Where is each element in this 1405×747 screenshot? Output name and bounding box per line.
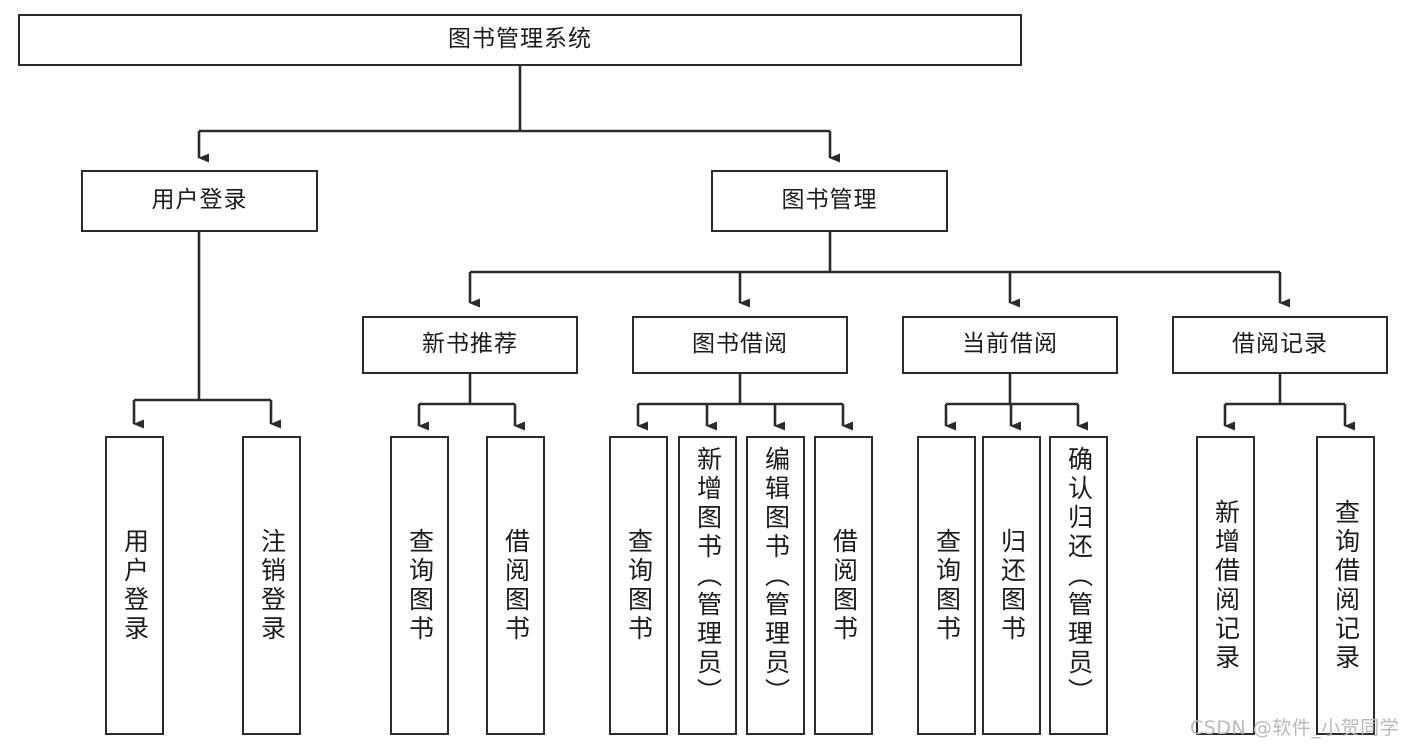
leaf-add-book-label: 新增图书（管理员） xyxy=(693,446,723,707)
leaf-edit-book-label: 编辑图书（管理员） xyxy=(761,446,791,707)
leaf-logout-login[interactable]: 注销登录 xyxy=(242,436,301,735)
leaf-logout-login-label: 注销登录 xyxy=(257,527,287,644)
leaf-query-record-label: 查询借阅记录 xyxy=(1331,498,1361,673)
node-new-book-recommend[interactable]: 新书推荐 xyxy=(362,316,578,374)
leaf-query-book-3-label: 查询图书 xyxy=(932,527,962,644)
leaf-user-login[interactable]: 用户登录 xyxy=(105,436,164,735)
node-user-login[interactable]: 用户登录 xyxy=(81,170,318,232)
node-new-book-recommend-label: 新书推荐 xyxy=(422,331,518,358)
node-root-label: 图书管理系统 xyxy=(448,26,592,53)
node-current-borrow[interactable]: 当前借阅 xyxy=(902,316,1118,374)
leaf-borrow-book-2[interactable]: 借阅图书 xyxy=(814,436,873,735)
leaf-borrow-book-1[interactable]: 借阅图书 xyxy=(486,436,545,735)
node-book-manage-label: 图书管理 xyxy=(781,187,878,214)
leaf-borrow-book-1-label: 借阅图书 xyxy=(501,527,531,644)
node-book-manage[interactable]: 图书管理 xyxy=(711,170,948,232)
leaf-edit-book[interactable]: 编辑图书（管理员） xyxy=(746,436,805,735)
node-book-borrow-label: 图书借阅 xyxy=(692,331,788,358)
leaf-query-book-2[interactable]: 查询图书 xyxy=(609,436,668,735)
node-borrow-record-label: 借阅记录 xyxy=(1232,331,1328,358)
leaf-query-book-3[interactable]: 查询图书 xyxy=(917,436,976,735)
leaf-user-login-label: 用户登录 xyxy=(120,527,150,644)
leaf-return-book-label: 归还图书 xyxy=(997,527,1027,644)
leaf-query-record[interactable]: 查询借阅记录 xyxy=(1316,436,1375,735)
node-user-login-label: 用户登录 xyxy=(151,187,248,214)
leaf-borrow-book-2-label: 借阅图书 xyxy=(829,527,859,644)
leaf-add-book[interactable]: 新增图书（管理员） xyxy=(678,436,737,735)
node-root[interactable]: 图书管理系统 xyxy=(18,14,1022,66)
leaf-add-record-label: 新增借阅记录 xyxy=(1211,498,1241,673)
leaf-query-book-2-label: 查询图书 xyxy=(624,527,654,644)
leaf-confirm-return[interactable]: 确认归还（管理员） xyxy=(1049,436,1108,735)
leaf-confirm-return-label: 确认归还（管理员） xyxy=(1064,446,1094,707)
watermark: CSDN @软件_小贺同学 xyxy=(1190,717,1400,739)
leaf-return-book[interactable]: 归还图书 xyxy=(982,436,1041,735)
node-current-borrow-label: 当前借阅 xyxy=(962,331,1058,358)
node-book-borrow[interactable]: 图书借阅 xyxy=(632,316,848,374)
node-borrow-record[interactable]: 借阅记录 xyxy=(1172,316,1388,374)
leaf-add-record[interactable]: 新增借阅记录 xyxy=(1196,436,1255,735)
leaf-query-book-1-label: 查询图书 xyxy=(405,527,435,644)
leaf-query-book-1[interactable]: 查询图书 xyxy=(390,436,449,735)
